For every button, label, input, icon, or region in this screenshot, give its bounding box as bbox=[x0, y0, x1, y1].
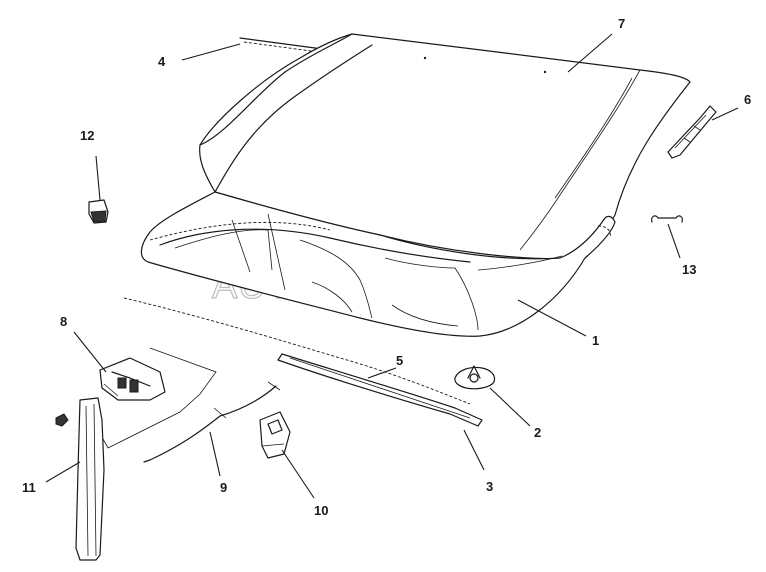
leader-lines bbox=[45, 33, 739, 499]
hood-outer-panel bbox=[199, 33, 691, 260]
callout-13: 13 bbox=[682, 262, 696, 277]
hood-latch bbox=[97, 347, 217, 449]
release-cable bbox=[143, 381, 281, 463]
callout-8: 8 bbox=[60, 314, 67, 329]
seal-strip bbox=[123, 297, 483, 427]
hood-inner-panel bbox=[140, 191, 616, 337]
callout-1: 1 bbox=[592, 333, 599, 348]
callout-2: 2 bbox=[534, 425, 541, 440]
callout-12: 12 bbox=[80, 128, 94, 143]
rubber-bumper bbox=[88, 199, 109, 224]
prop-rod bbox=[55, 397, 105, 561]
bumper-stop bbox=[454, 365, 496, 390]
callout-7: 7 bbox=[618, 16, 625, 31]
callout-10: 10 bbox=[314, 503, 328, 518]
callout-3: 3 bbox=[486, 479, 493, 494]
callout-5: 5 bbox=[396, 353, 403, 368]
clip bbox=[651, 215, 683, 223]
callout-numbers: 1 2 3 4 5 6 7 8 9 10 11 12 13 bbox=[22, 16, 751, 518]
hinge-bracket bbox=[667, 105, 717, 159]
callout-11: 11 bbox=[22, 480, 36, 495]
callout-4: 4 bbox=[158, 54, 166, 69]
callout-6: 6 bbox=[744, 92, 751, 107]
front-seal-strip bbox=[239, 37, 331, 54]
release-handle bbox=[259, 411, 291, 459]
callout-9: 9 bbox=[220, 480, 227, 495]
